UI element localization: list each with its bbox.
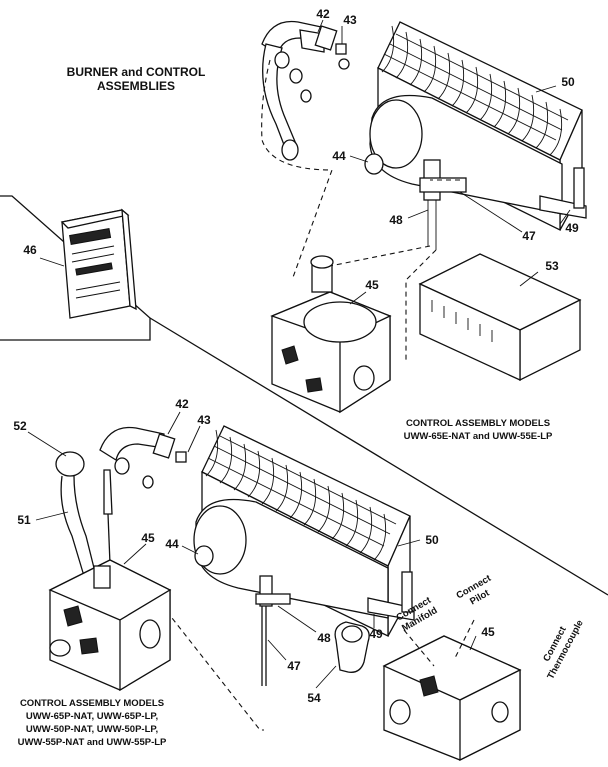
- callout-top-42: 42: [316, 7, 330, 21]
- bottom-caption-line-2: UWW-65P-NAT, UWW-65P-LP,: [26, 711, 158, 722]
- top-orifice: [364, 153, 384, 175]
- section-divider: [149, 317, 608, 596]
- callout-bottom-43: 43: [197, 413, 211, 427]
- callout-bottom-52: 52: [13, 419, 27, 433]
- top-burner-assembly: [261, 20, 587, 414]
- bottom-caption-line-1: CONTROL ASSEMBLY MODELS: [20, 698, 164, 709]
- bottom-left-gas-valve: [48, 559, 172, 692]
- top-gas-valve: [270, 255, 392, 414]
- callout-top-53: 53: [545, 259, 559, 273]
- diagram-title-line-2: ASSEMBLIES: [97, 79, 175, 93]
- callout-bottom-42: 42: [175, 397, 189, 411]
- callout-bottom-49: 49: [369, 627, 383, 641]
- top-caption-line-1: CONTROL ASSEMBLY MODELS: [406, 418, 550, 429]
- callout-bottom-48: 48: [317, 631, 331, 645]
- thermostat-unit-46: [60, 208, 137, 319]
- callout-top-43: 43: [343, 13, 357, 27]
- callout-bottom-45b: 45: [481, 625, 495, 639]
- callout-bottom-45: 45: [141, 531, 155, 545]
- callout-top-46: 46: [23, 243, 37, 257]
- elbow-fitting: [334, 621, 370, 673]
- callout-top-44: 44: [332, 149, 346, 163]
- callout-bottom-54: 54: [307, 691, 321, 705]
- inset-panel: [0, 195, 151, 341]
- callout-top-47: 47: [522, 229, 536, 243]
- callout-top-49: 49: [565, 221, 579, 235]
- callout-top-48: 48: [389, 213, 403, 227]
- connect-thermocouple-label: Connect Thermocouple: [541, 618, 586, 681]
- control-module: [418, 253, 582, 382]
- callout-bottom-51: 51: [17, 513, 31, 527]
- top-caption-line-2: UWW-65E-NAT and UWW-55E-LP: [404, 431, 553, 442]
- callout-top-45: 45: [365, 278, 379, 292]
- diagram-title-line-1: BURNER and CONTROL: [67, 65, 206, 79]
- bottom-caption-line-4: UWW-55P-NAT and UWW-55P-LP: [18, 737, 167, 748]
- callout-bottom-47: 47: [287, 659, 301, 673]
- callout-bottom-44: 44: [165, 537, 179, 551]
- bottom-caption-line-3: UWW-50P-NAT, UWW-50P-LP,: [26, 724, 158, 735]
- callout-bottom-50: 50: [425, 533, 439, 547]
- bottom-burner-assembly: [48, 425, 522, 762]
- callout-leaders: [27, 19, 571, 689]
- connect-pilot-label: Connect Pilot: [455, 572, 494, 607]
- bottom-right-gas-valve: [382, 635, 522, 762]
- callout-top-50: 50: [561, 75, 575, 89]
